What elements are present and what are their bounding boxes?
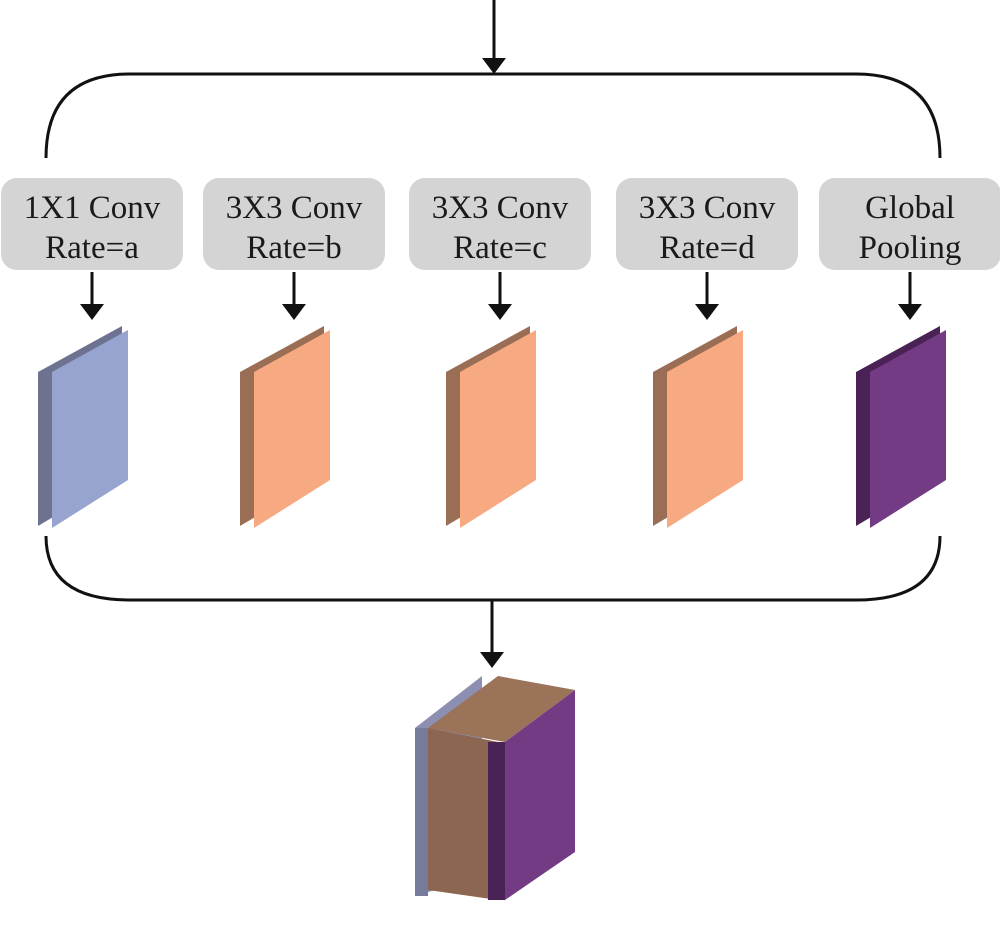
branch-arrowhead bbox=[488, 304, 512, 320]
branch-arrowhead bbox=[695, 304, 719, 320]
branch-arrowhead bbox=[898, 304, 922, 320]
branch-label-line1: 3X3 Conv bbox=[432, 190, 569, 226]
branch-box bbox=[616, 178, 798, 270]
branch-label-line1: Global bbox=[865, 190, 955, 226]
input-arrowhead bbox=[482, 58, 506, 74]
concat-output-block bbox=[415, 676, 575, 900]
branch-label-line1: 3X3 Conv bbox=[226, 190, 363, 226]
branch-arrowhead bbox=[282, 304, 306, 320]
feature-map-front bbox=[460, 330, 536, 528]
branch-label-line2: Rate=b bbox=[246, 230, 342, 266]
feature-map-front bbox=[667, 330, 743, 528]
branch-label-line2: Rate=d bbox=[659, 230, 755, 266]
branch-box bbox=[1, 178, 183, 270]
branch-box bbox=[409, 178, 591, 270]
output-arrowhead bbox=[480, 652, 504, 668]
concat-purple-side bbox=[488, 742, 505, 900]
branch-label-line2: Rate=c bbox=[453, 230, 547, 266]
branch-label-line1: 1X1 Conv bbox=[24, 190, 161, 226]
concat-purple-face bbox=[505, 690, 575, 900]
concat-top bbox=[428, 676, 575, 742]
feature-map-front bbox=[52, 330, 128, 528]
feature-map-front bbox=[870, 330, 946, 528]
branch-label-line1: 3X3 Conv bbox=[639, 190, 776, 226]
concat-brown-face bbox=[428, 728, 498, 900]
concat-blue-edge bbox=[415, 728, 428, 896]
branch-box bbox=[203, 178, 385, 270]
branch-box bbox=[819, 178, 1000, 270]
feature-map-front bbox=[254, 330, 330, 528]
branch-label-line2: Pooling bbox=[859, 230, 962, 266]
split-bracket bbox=[44, 72, 942, 159]
branch-arrowhead bbox=[80, 304, 104, 320]
branch-label-line2: Rate=a bbox=[45, 230, 139, 266]
merge-bracket bbox=[44, 535, 942, 602]
